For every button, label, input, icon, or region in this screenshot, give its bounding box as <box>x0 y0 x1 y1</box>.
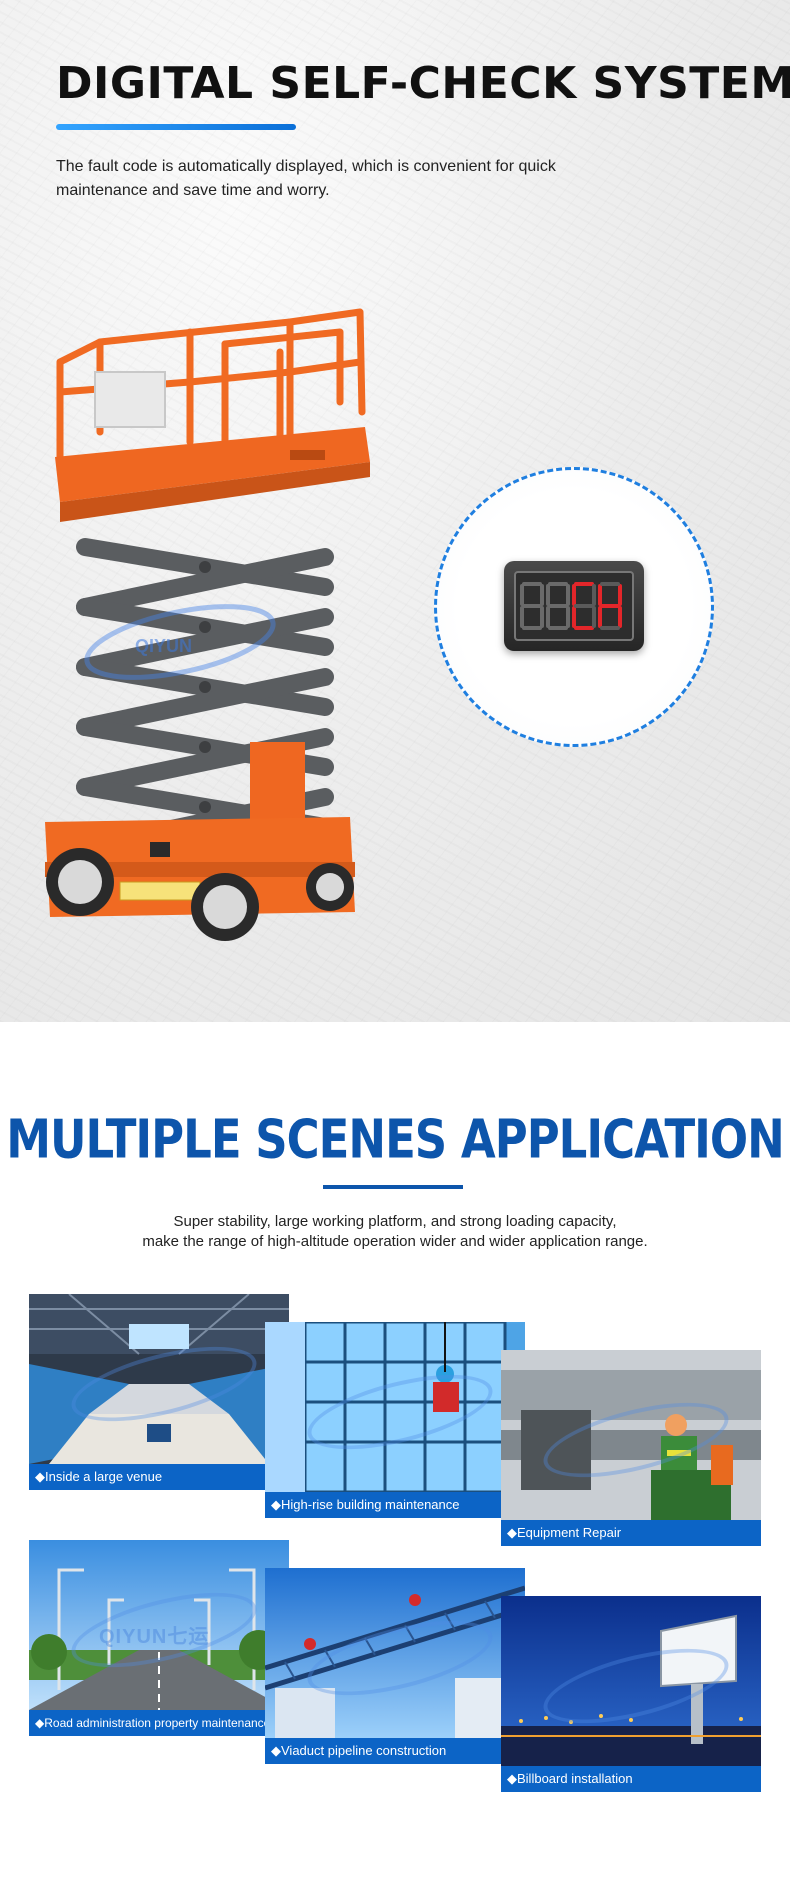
brand-watermark: QIYUN <box>135 636 192 656</box>
scene-caption: ◆Billboard installation <box>501 1766 761 1792</box>
scissor-lift-image: QIYUN <box>45 308 370 941</box>
fault-code-display <box>504 561 644 651</box>
digital-self-check-section: DIGITAL SELF-CHECK SYSTEM The fault code… <box>0 0 790 1022</box>
scene-caption: ◆Viaduct pipeline construction <box>265 1738 525 1764</box>
scenes-description-line-1: Super stability, large working platform,… <box>173 1213 617 1230</box>
section-title: DIGITAL SELF-CHECK SYSTEM <box>56 58 790 109</box>
scenes-title-underline <box>323 1185 463 1189</box>
fault-code-digits <box>520 582 622 630</box>
scene-card-equipment-repair: ◆Equipment Repair <box>501 1350 761 1546</box>
scene-caption: ◆Inside a large venue <box>29 1464 289 1490</box>
scene-caption: ◆Equipment Repair <box>501 1520 761 1546</box>
scene-image-large-venue <box>29 1294 289 1464</box>
scene-caption: ◆High-rise building maintenance <box>265 1492 525 1518</box>
scene-image-road-administration: QIYUN七运 <box>29 1540 289 1710</box>
scene-image-high-rise <box>265 1322 525 1492</box>
scenes-description: Super stability, large working platform,… <box>0 1212 790 1252</box>
scene-card-billboard-installation: ◆Billboard installation <box>501 1596 761 1792</box>
seven-segment-screen <box>514 571 634 641</box>
scene-card-large-venue: ◆Inside a large venue <box>29 1294 289 1490</box>
scene-card-viaduct-pipeline: ◆Viaduct pipeline construction <box>265 1568 525 1764</box>
scene-image-billboard-installation <box>501 1596 761 1766</box>
scene-card-road-administration: QIYUN七运 ◆Road administration property ma… <box>29 1540 289 1736</box>
scenes-description-line-2: make the range of high-altitude operatio… <box>142 1233 648 1250</box>
scene-image-viaduct-pipeline <box>265 1568 525 1738</box>
section-description: The fault code is automatically displaye… <box>56 158 556 199</box>
scene-card-high-rise: ◆High-rise building maintenance <box>265 1322 525 1518</box>
scene-image-equipment-repair <box>501 1350 761 1520</box>
scenes-title: MULTIPLE SCENES APPLICATION <box>6 1108 785 1171</box>
watermark-text: QIYUN七运 <box>99 1626 210 1648</box>
title-underline <box>56 124 296 130</box>
scene-caption: ◆Road administration property maintenanc… <box>29 1710 289 1736</box>
warning-plate <box>94 371 166 428</box>
